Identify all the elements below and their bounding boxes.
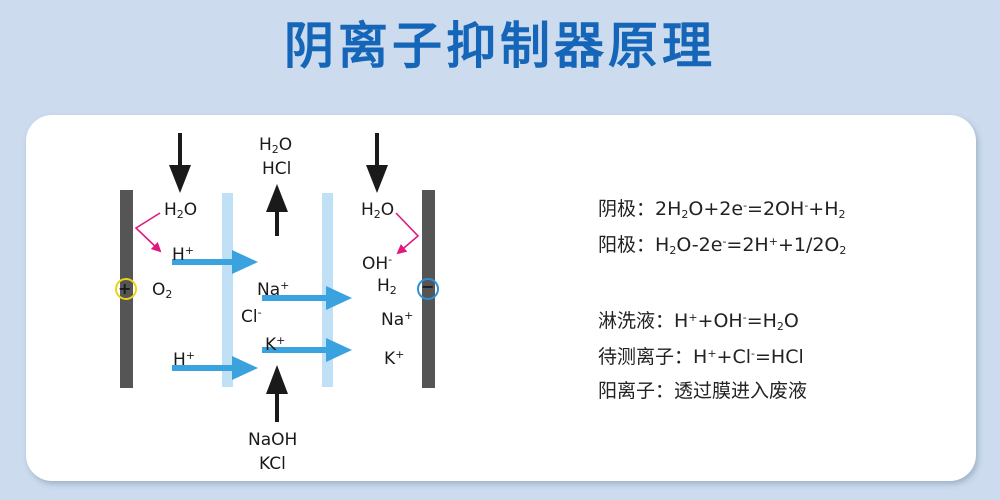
ion-arrow-na [262,286,352,310]
page-title: 阴离子抑制器原理 [284,17,716,75]
label-left-h-top: H+ [172,244,195,265]
label-right-h2: H2 [377,276,397,297]
ion-arrow-h-bottom [172,356,258,380]
equation-anode-text: H2O-2e-=2H++1/2O2 [655,234,847,257]
label-right-k: K+ [384,348,405,369]
label-center-cl: Cl- [241,306,262,327]
ion-arrow-k [262,338,352,362]
anode-electrode [120,190,133,388]
label-center-k: K+ [265,334,286,355]
label-right-na: Na+ [381,309,414,330]
label-top-out-h2o: H2O [259,135,293,156]
label-left-o2: O2 [152,280,173,301]
outflow-arrow-top [266,184,288,236]
label-bottom-naoh: NaOH [248,430,298,450]
ion-arrow-h-top [172,250,258,274]
label-center-na: Na+ [257,279,290,300]
label-right-oh: OH- [362,253,393,274]
label-bottom-kcl: KCl [259,454,286,474]
label-top-left-h2o: H2O [164,200,198,221]
equation-cathode: 阴极：2H2O+2e-=2OH-+H2 [598,193,846,228]
anode-ring [115,278,137,300]
equation-cathode-label: 阴极： [598,198,656,220]
equation-rinse-text: H++OH-=H2O [674,310,799,333]
equation-rinse: 淋洗液：H++OH-=H2O [598,305,799,340]
equation-cation-text: 透过膜进入废液 [674,380,808,402]
redox-arrow-cathode [395,212,420,255]
equation-cation: 阳离子：透过膜进入废液 [598,378,807,404]
label-top-out-hcl: HCl [262,159,292,179]
equation-anode-label: 阳极： [598,234,656,256]
cathode-sign: − [421,277,435,296]
equation-anode: 阳极：H2O-2e-=2H++1/2O2 [598,229,846,264]
label-left-h-bottom: H+ [173,349,196,370]
redox-arrow-anode [134,212,162,253]
cathode-electrode [422,190,435,388]
cathode-ring [417,278,439,300]
equation-sample-text: H++Cl-=HCl [693,346,804,368]
anode-sign: + [118,279,132,298]
equation-rinse-label: 淋洗液： [598,310,675,332]
equation-cathode-text: 2H2O+2e-=2OH-+H2 [655,198,846,221]
equation-sample: 待测离子：H++Cl-=HCl [598,341,804,370]
label-top-right-h2o: H2O [361,200,395,221]
inflow-arrow-right [366,133,388,193]
equation-sample-label: 待测离子： [598,346,694,368]
inflow-arrow-bottom [266,365,288,422]
membrane-left [222,193,233,387]
inflow-arrow-left [169,133,191,193]
equation-cation-label: 阳离子： [598,380,675,402]
